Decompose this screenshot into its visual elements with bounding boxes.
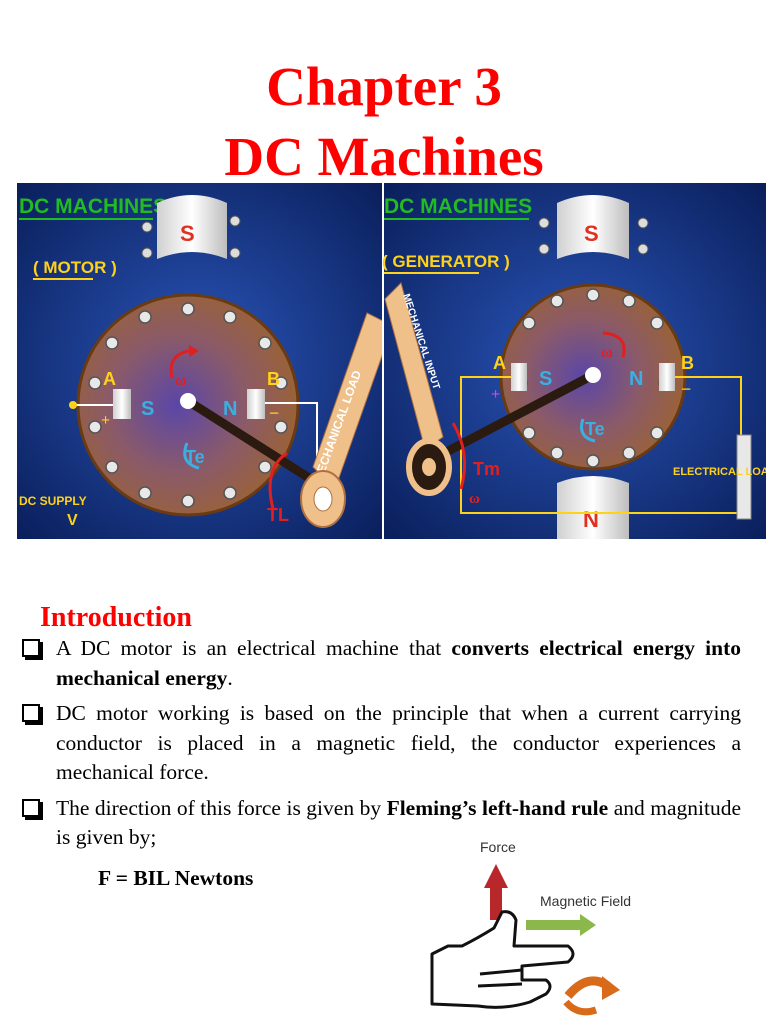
motor-supply-label: DC SUPPLY [19, 494, 87, 508]
motor-panel: DC MACHINES ( MOTOR ) S ω Te S N A B + − [17, 183, 384, 539]
generator-header: DC MACHINES [384, 195, 532, 218]
generator-tm: Tm [473, 459, 500, 479]
force-label: Force [480, 839, 516, 855]
motor-pole-n: N [223, 398, 237, 420]
bullet-bold-text: Fleming’s left-hand rule [386, 795, 609, 820]
motor-tl: TL [267, 505, 289, 525]
generator-pole-top-label: S [584, 221, 599, 246]
motor-header: DC MACHINES [19, 195, 167, 218]
generator-pole-s: S [539, 368, 552, 390]
chapter-subtitle: DC Machines [224, 126, 544, 187]
bullet-bold-text: converts electrical energy into mechanic… [56, 636, 741, 690]
motor-omega: ω [175, 372, 187, 389]
bullet-item: DC motor working is based on the princip… [20, 699, 741, 788]
generator-omega: ω [601, 344, 613, 361]
current-rotation-arrow-icon [563, 976, 620, 1016]
motor-te: Te [185, 447, 205, 467]
generator-minus: − [681, 379, 691, 399]
generator-omega2: ω [469, 491, 480, 507]
bullet-text: A DC motor is an electrical machine that [56, 636, 452, 660]
bullet-text: The direction of this force is given by [56, 795, 387, 820]
dc-machines-diagram: DC MACHINES ( MOTOR ) S ω Te S N A B + − [17, 183, 766, 539]
bullet-text-end: and magnitude is given by; [56, 795, 741, 850]
bullet-text: DC motor working is based on the princip… [56, 701, 741, 784]
chapter-title: Chapter 3 [266, 56, 502, 117]
bullet-item: A DC motor is an electrical machine that… [20, 634, 741, 693]
generator-pole-n: N [629, 368, 643, 390]
motor-plus: + [101, 412, 110, 429]
motor-pole-s: S [141, 398, 154, 420]
bullet-text-end: . [227, 665, 233, 690]
generator-plus: + [491, 386, 500, 403]
motor-minus: − [269, 403, 279, 423]
force-arrow-icon [484, 864, 508, 920]
left-hand-icon [430, 910, 575, 1009]
motor-brush-a: A [103, 369, 116, 389]
bullet-item: The direction of this force is given by … [20, 794, 741, 853]
generator-tag: ( GENERATOR ) [382, 252, 510, 271]
motor-pole-top-label: S [180, 221, 195, 246]
force-formula: F = BIL Newtons [98, 866, 254, 890]
bullet-list: A DC motor is an electrical machine that… [20, 634, 741, 859]
generator-pole-bottom-label: N [583, 507, 599, 532]
checkbox-bullet-icon [22, 639, 40, 657]
motor-tag: ( MOTOR ) [33, 258, 117, 277]
generator-load-label: ELECTRICAL LOAD [673, 466, 766, 478]
intro-heading: Introduction [40, 602, 192, 633]
generator-brush-b: B [681, 353, 694, 373]
checkbox-bullet-icon [22, 798, 40, 817]
generator-panel: DC MACHINES ( GENERATOR ) S N ω Te S N A… [382, 183, 766, 539]
fleming-left-hand-figure: Force Magnetic Field [430, 839, 631, 1016]
motor-v-label: V [67, 512, 78, 529]
magnetic-field-arrow-icon [526, 914, 596, 936]
generator-brush-a: A [493, 353, 506, 373]
magnetic-field-label: Magnetic Field [540, 893, 631, 909]
motor-brush-b: B [267, 369, 280, 389]
checkbox-bullet-icon [22, 704, 40, 722]
generator-te: Te [585, 419, 605, 439]
